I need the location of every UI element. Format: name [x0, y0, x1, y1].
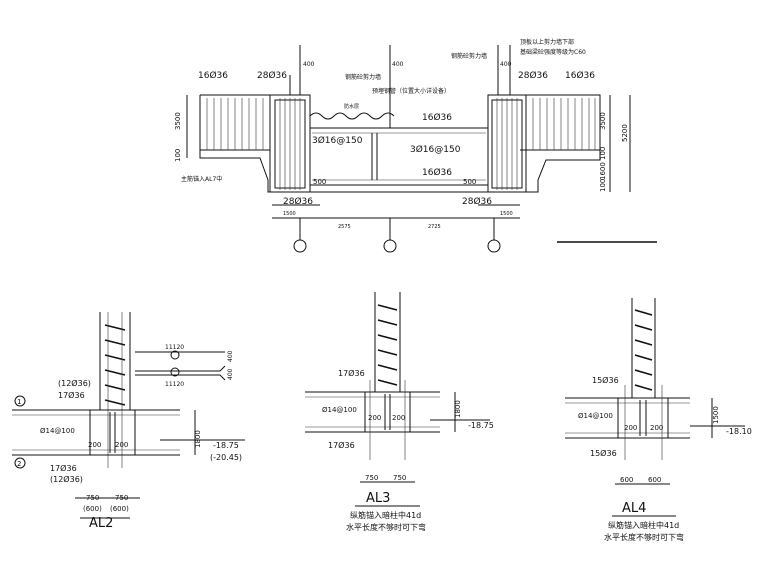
al4-dim-600-a: 600 — [620, 476, 633, 484]
al2-stirrup: Ø14@100 — [40, 427, 75, 435]
al2-top-rebar: 17Ø36 — [58, 390, 85, 400]
al2-bot-rebar: 17Ø36 — [50, 463, 77, 473]
al4-elev: -18.10 — [726, 427, 752, 436]
label-rebar-right-top: 16Ø36 — [565, 70, 595, 81]
al3-note-1: 纵筋锚入暗柱中41d — [350, 510, 421, 520]
al2-title: AL2 — [89, 516, 113, 531]
al2-dim-600-a: (600) — [83, 505, 102, 513]
al3-dim-200-b: 200 — [392, 414, 405, 422]
dim-right-5200: 5200 — [621, 124, 629, 142]
label-top-note-2: 基础梁砼强度等级为C60 — [520, 48, 586, 56]
al4-top-rebar: 15Ø36 — [592, 375, 619, 385]
al4-dim-200-b: 200 — [650, 424, 663, 432]
al2-circle-1-label: 1 — [17, 398, 21, 406]
al3-dim-750-a: 750 — [365, 474, 378, 482]
label-wall-right: 钢筋砼剪力墙 — [451, 52, 487, 60]
al2-legend-bot: 11120 — [165, 381, 184, 388]
label-beam-top: 16Ø36 — [422, 112, 452, 123]
label-anchor-note: 主筋锚入AL7中 — [181, 175, 222, 183]
al3-column-box — [364, 391, 411, 433]
al2-dim-200-a: 200 — [88, 441, 101, 449]
dim-right-3500: 3500 — [599, 112, 607, 130]
al2-column-box — [89, 409, 136, 456]
al2-dim-1800: 1800 — [194, 430, 202, 448]
axis-circle-1 — [293, 239, 307, 253]
al3-title: AL3 — [366, 491, 390, 506]
al2-bot-rebar-alt: (12Ø36) — [50, 474, 83, 484]
al2-dim-750-a: 750 — [86, 494, 99, 502]
dim-left-100: 100 — [174, 149, 182, 162]
label-bottom-right: 28Ø36 — [462, 196, 492, 207]
al2-elev-1: -18.75 — [213, 441, 239, 450]
al3-elev: -18.75 — [468, 421, 494, 430]
central-beam — [309, 127, 489, 186]
al2-dim-600-b: (600) — [110, 505, 129, 513]
dim-left-3500: 3500 — [174, 112, 182, 130]
dim-500-a: 500 — [313, 178, 326, 186]
al3-dim-750-b: 750 — [393, 474, 406, 482]
al3-section: 17Ø36 17Ø36 Ø14@100 200 200 1800 -18.75 … — [305, 292, 494, 532]
label-water: 防水层 — [344, 103, 359, 110]
label-rebar-right-inner: 28Ø36 — [518, 70, 548, 81]
label-bottom-left: 28Ø36 — [283, 196, 313, 207]
dim-2575: 2575 — [338, 224, 351, 230]
label-rebar-left-top: 16Ø36 — [198, 70, 228, 81]
dim-400-c: 400 — [500, 61, 512, 68]
top-section: 16Ø36 28Ø36 16Ø36 28Ø36 钢筋砼剪力墙 钢筋砼剪力墙 顶板… — [174, 38, 657, 253]
label-pipe-note: 预埋钢管（位置大小详设备） — [372, 87, 450, 95]
dim-400-a: 400 — [303, 61, 315, 68]
al2-top-rebar-alt: (12Ø36) — [58, 378, 91, 388]
label-rebar-left-inner: 28Ø36 — [257, 70, 287, 81]
dim-400-b: 400 — [392, 61, 404, 68]
al3-stirrup: Ø14@100 — [322, 406, 357, 414]
al4-bot-rebar: 15Ø36 — [590, 448, 617, 458]
dim-1500-a: 1500 — [283, 211, 296, 217]
label-stirrup-a: 3Ø16@150 — [312, 135, 363, 146]
dim-1500-b: 1500 — [500, 211, 513, 217]
al3-dim-1800: 1800 — [454, 400, 462, 418]
dim-right-100: 100 — [599, 147, 607, 160]
al4-column-box — [617, 397, 669, 439]
al4-section: 15Ø36 15Ø36 Ø14@100 200 200 1500 -18.10 … — [565, 298, 752, 542]
al4-dim-200-a: 200 — [624, 424, 637, 432]
al2-legend-400-b: 400 — [227, 368, 234, 380]
al3-dim-200-a: 200 — [368, 414, 381, 422]
dim-right-1600: 1600 — [599, 162, 607, 180]
al4-dim-600-b: 600 — [648, 476, 661, 484]
al4-dim-1500: 1500 — [712, 406, 720, 424]
al3-note-2: 水平长度不够时可下弯 — [346, 522, 426, 532]
al2-dim-750-b: 750 — [115, 494, 128, 502]
label-beam-bot: 16Ø36 — [422, 167, 452, 178]
dim-right-100b: 100 — [599, 179, 607, 192]
al2-circle-2-label: 2 — [17, 460, 21, 468]
al4-note-1: 纵筋锚入暗柱中41d — [608, 520, 679, 530]
dim-500-b: 500 — [463, 178, 476, 186]
al2-legend-400-a: 400 — [227, 350, 234, 362]
waterproof-layer — [309, 112, 395, 120]
al2-legend-top: 11120 — [165, 344, 184, 351]
axis-circle-2 — [383, 239, 397, 253]
al2-dim-200-b: 200 — [115, 441, 128, 449]
al4-title: AL4 — [622, 501, 646, 516]
label-top-note-1: 顶板以上剪力墙下部 — [520, 38, 574, 46]
label-stirrup-b: 3Ø16@150 — [410, 144, 461, 155]
al2-circle-1 — [14, 395, 26, 407]
al2-section: 1 2 (12Ø36) 17Ø36 17Ø36 (12Ø36) Ø14@100 … — [12, 312, 245, 531]
al4-note-2: 水平长度不够时可下弯 — [604, 532, 684, 542]
al2-circle-2 — [14, 457, 26, 469]
axis-circle-3 — [487, 239, 501, 253]
al3-top-rebar: 17Ø36 — [338, 368, 365, 378]
label-wall-left: 钢筋砼剪力墙 — [345, 73, 381, 81]
al3-bot-rebar: 17Ø36 — [328, 440, 355, 450]
al4-stirrup: Ø14@100 — [578, 412, 613, 420]
dim-2725: 2725 — [428, 224, 441, 230]
al2-elev-2: (-20.45) — [210, 453, 242, 462]
